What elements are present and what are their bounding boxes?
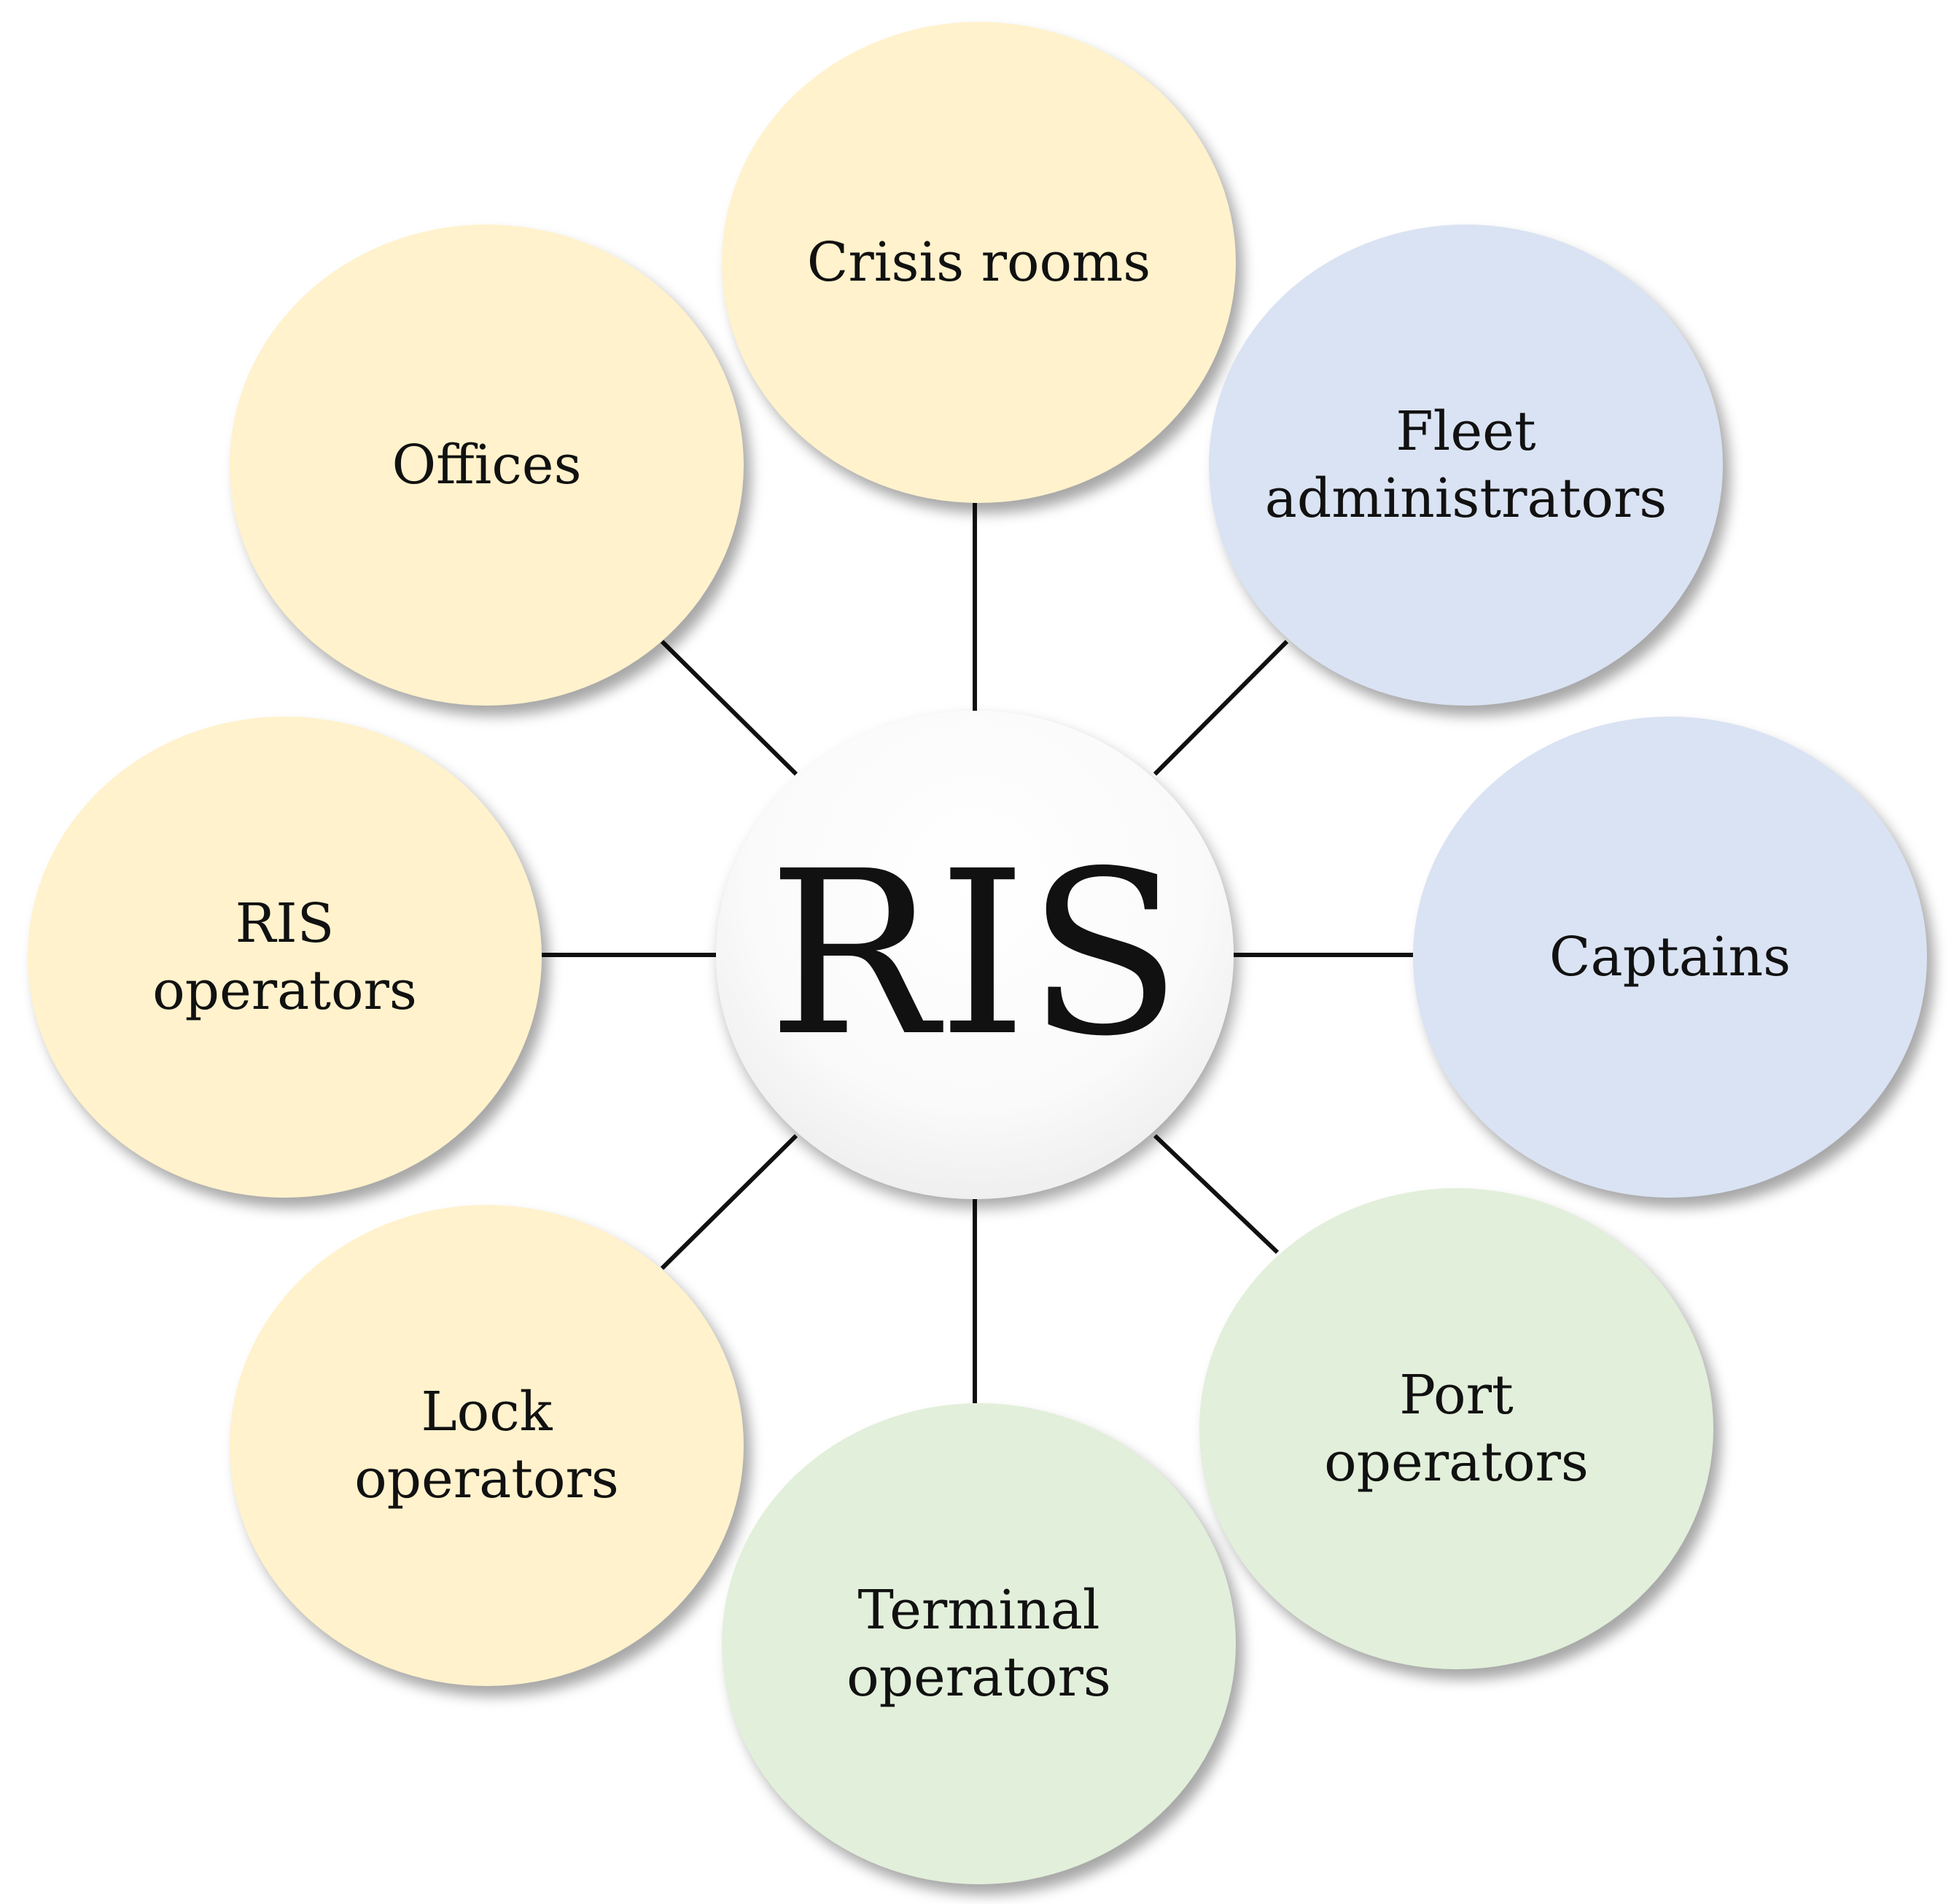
node-ris-operators: RIS operators (28, 717, 542, 1198)
node-captains: Captains (1413, 717, 1927, 1198)
node-port-operators: Port operators (1199, 1188, 1713, 1669)
connector-fleet-administrators (1153, 639, 1289, 776)
node-terminal-operators: Terminal operators (722, 1403, 1236, 1884)
node-label-line: Captains (1549, 925, 1791, 988)
node-label-line: operators (152, 959, 417, 1022)
node-label-line: operators (354, 1448, 619, 1510)
node-label-line: RIS (235, 891, 335, 955)
node-label-line: Offices (392, 433, 582, 496)
node-lock-operators: Lock operators (230, 1205, 744, 1686)
center-node-ris: RIS (716, 711, 1234, 1199)
center-label: RIS (767, 823, 1183, 1086)
node-label-line: Port (1399, 1363, 1514, 1427)
node-label-line: Crisis rooms (806, 230, 1151, 294)
connector-offices (660, 639, 798, 776)
node-label-line: operators (846, 1646, 1111, 1709)
node-label-line: Fleet (1396, 399, 1536, 463)
node-offices: Offices (230, 225, 744, 706)
node-label-line: administrators (1264, 467, 1667, 530)
node-label-line: Terminal (857, 1578, 1100, 1642)
node-label-line: Lock (421, 1380, 553, 1443)
connector-lock-operators (660, 1134, 798, 1271)
node-crisis-rooms: Crisis rooms (722, 22, 1236, 503)
connector-port-operators (1153, 1134, 1280, 1255)
node-fleet-administrators: Fleet administrators (1209, 225, 1723, 706)
node-label-line: operators (1324, 1431, 1589, 1494)
